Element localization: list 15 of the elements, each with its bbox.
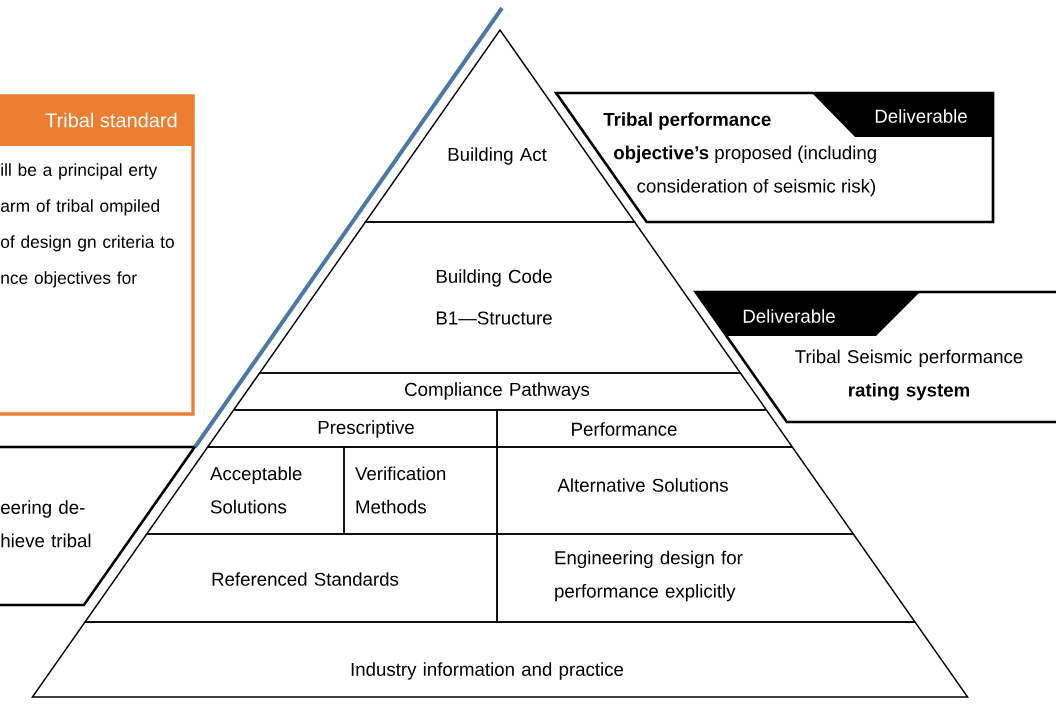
standard-card: Tribal standard ill be a principal erty arm of tribal ompiled of design gn criteria to nce objectives for <box>0 94 195 416</box>
pyramid-tier: Industry information and practice <box>31 621 970 698</box>
deliverable-tab: Deliverable <box>695 292 920 336</box>
pyramid-tier: Verification Methods <box>343 446 498 535</box>
pyramid-tier: Compliance Pathways <box>232 372 768 411</box>
callout-box: eering de- hieve tribal <box>0 445 198 607</box>
pyramid-tier: Acceptable Solutions <box>145 446 345 535</box>
deliverable-callout: Deliverable Tribal Seismic performance rating system <box>693 290 1056 424</box>
node-label: Tribal Seismic performance rating system <box>795 349 1023 401</box>
pyramid-tier: Engineering design for performance explicitly <box>496 533 917 623</box>
pyramid-tier: Performance <box>496 409 794 448</box>
deliverable-tab: Deliverable <box>812 93 993 137</box>
pyramid-tier: Alternative Solutions <box>496 446 855 535</box>
pyramid-tier: Prescriptive <box>206 409 498 448</box>
pyramid-tier: Building Code B1—Structure <box>258 221 742 374</box>
